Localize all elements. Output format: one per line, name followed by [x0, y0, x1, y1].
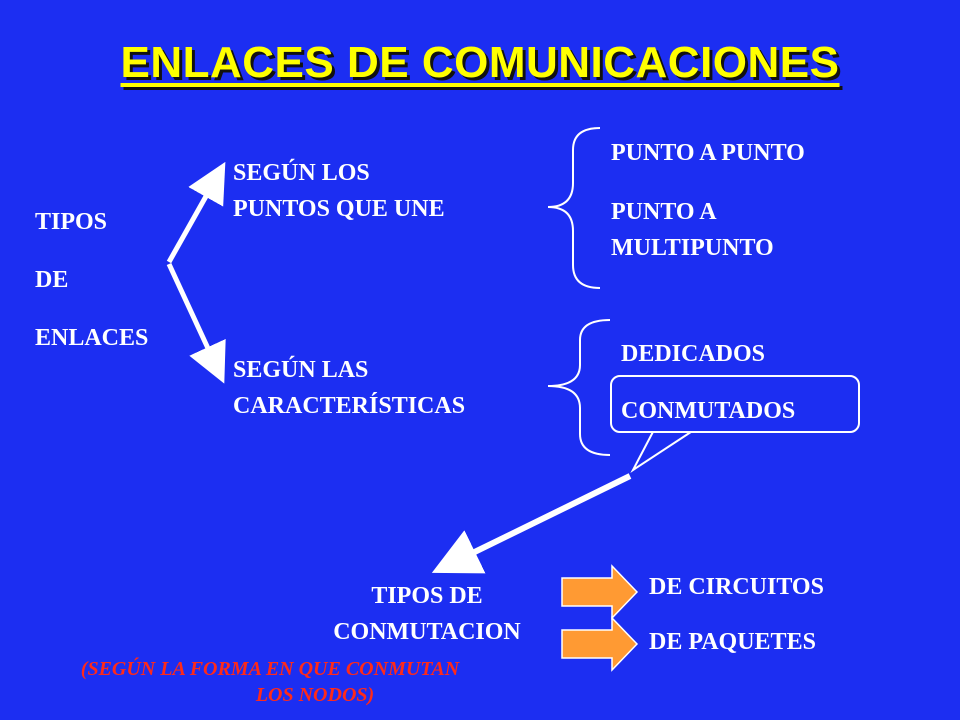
item-de-circuitos: DE CIRCUITOS [649, 574, 824, 600]
block-arrow-circuitos [561, 564, 639, 620]
arrow-to-caracteristicas [166, 262, 226, 384]
item-punto-a-punto: PUNTO A PUNTO [611, 140, 805, 166]
root-label: TIPOS DE ENLACES [35, 193, 148, 367]
branch-caracteristicas-line-2: CARACTERÍSTICAS [233, 393, 466, 419]
brace-caracteristicas [547, 319, 611, 456]
block-arrow-paquetes [561, 616, 639, 672]
brace-puntos [547, 127, 601, 289]
item-dedicados: DEDICADOS [621, 341, 766, 367]
conmutacion-label: TIPOS DE CONMUTACION [292, 578, 562, 650]
branch-puntos-line-2: PUNTOS QUE UNE [233, 196, 445, 222]
branch-caracteristicas-line-1: SEGÚN LAS [233, 357, 369, 383]
item-conmutados: CONMUTADOS [621, 398, 796, 424]
arrow-to-puntos [166, 161, 226, 264]
note-text: (SEGÚN LA FORMA EN QUE CONMUTAN LOS NODO… [0, 656, 540, 708]
branch-caracteristicas-label: SEGÚN LAS CARACTERÍSTICAS [233, 352, 465, 424]
branch-puntos-line-1: SEGÚN LOS [233, 160, 370, 186]
branch-puntos-label: SEGÚN LOS PUNTOS QUE UNE [233, 155, 445, 227]
page-title: ENLACES DE COMUNICACIONES [120, 38, 840, 87]
item-punto-a-multipunto: PUNTO A MULTIPUNTO [611, 194, 774, 266]
item-multipunto-line-2: MULTIPUNTO [611, 235, 774, 261]
callout-tail [630, 427, 698, 473]
item-de-paquetes: DE PAQUETES [649, 629, 816, 655]
conmutacion-line-1: TIPOS DE [371, 583, 483, 609]
conmutacion-line-2: CONMUTACION [333, 619, 521, 645]
arrow-to-conmutacion [431, 473, 632, 574]
root-line-3: ENLACES [35, 325, 149, 351]
callout-conmutados [610, 375, 860, 433]
root-line-1: TIPOS [35, 209, 108, 235]
root-line-2: DE [35, 267, 69, 293]
item-multipunto-line-1: PUNTO A [611, 199, 717, 225]
note-line-2: LOS NODOS) [255, 684, 375, 706]
note-line-1: (SEGÚN LA FORMA EN QUE CONMUTAN [80, 658, 460, 680]
